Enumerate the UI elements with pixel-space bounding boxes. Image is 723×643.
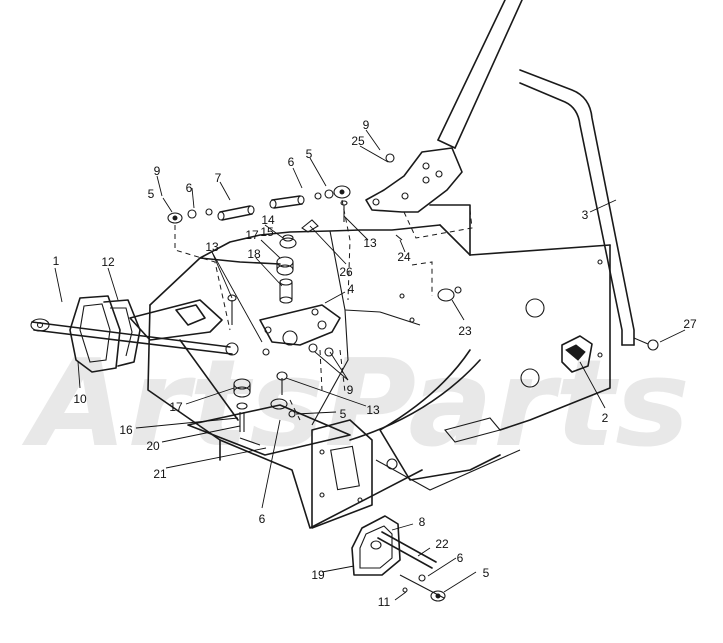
callout-6-upper-right: 6 [288,155,295,169]
center-mount-plate [259,304,341,346]
callout-14: 14 [261,213,275,227]
callout-19: 19 [311,568,325,582]
spindle-plate-right [351,515,445,599]
callout-27: 27 [683,317,697,331]
callout-4: 4 [348,282,355,296]
callout-3: 3 [582,208,589,222]
callout-13-center: 13 [366,403,380,417]
callout-1: 1 [53,254,60,268]
frame-hoop [519,69,635,346]
callout-8: 8 [419,515,426,529]
callout-18: 18 [247,247,261,261]
callout-2: 2 [602,411,609,425]
spindle-plate-left [69,295,141,373]
callout-5-lower-right: 5 [483,566,490,580]
callout-16: 16 [119,423,133,437]
callout-21: 21 [153,467,167,481]
fasteners [227,153,659,602]
callout-13-right: 13 [363,236,377,250]
callout-5-upper-left: 5 [148,187,155,201]
callout-22: 22 [435,537,449,551]
callout-15: 15 [260,225,274,239]
callout-12: 12 [101,255,115,269]
callout-24: 24 [397,250,411,264]
callout-17-upper: 17 [245,228,259,242]
leader-lines [54,129,686,601]
callout-23: 23 [458,324,472,338]
callout-labels: 1 2 3 4 5 5 5 5 6 6 6 6 7 8 9 9 9 10 11 … [53,118,697,609]
callout-6-lower: 6 [259,512,266,526]
callout-5-center: 5 [340,407,347,421]
callout-9-upper-left: 9 [154,164,161,178]
callout-10: 10 [73,392,87,406]
callout-6-upper-left: 6 [186,181,193,195]
callout-20: 20 [146,439,160,453]
steering-column [437,0,523,149]
callout-25: 25 [351,134,365,148]
callout-26: 26 [339,265,353,279]
steering-bracket [365,147,463,213]
callout-9-center: 9 [347,383,354,397]
chassis-frame [147,204,611,529]
callout-7: 7 [215,171,222,185]
callout-9-upper-right: 9 [363,118,370,132]
callout-13-left: 13 [205,240,219,254]
callout-6-lower-right: 6 [457,551,464,565]
callout-17-lower: 17 [169,400,183,414]
callout-11: 11 [378,595,391,609]
callout-5-upper-right: 5 [306,147,313,161]
